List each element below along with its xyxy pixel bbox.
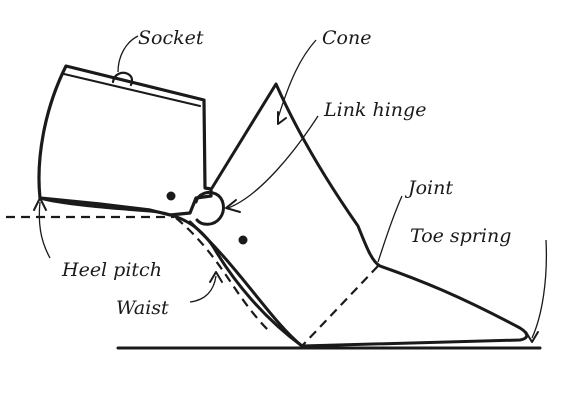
label-cone: Cone xyxy=(322,27,371,49)
joint-leader xyxy=(377,195,403,263)
cone-arrowhead xyxy=(277,111,287,125)
back-top-edge xyxy=(63,73,201,107)
link-hinge xyxy=(194,190,225,226)
link-hinge-arrowhead xyxy=(225,199,241,213)
waist-leader xyxy=(189,275,217,303)
toe-spring-arrowhead xyxy=(525,331,539,343)
waist-arrowhead xyxy=(209,271,223,283)
socket-mark xyxy=(111,71,134,87)
pivot-dot-left xyxy=(166,191,176,201)
heel-pitch-leader xyxy=(38,201,51,259)
pivot-dot-right xyxy=(238,235,248,245)
socket-leader xyxy=(117,35,139,73)
forepart-outline xyxy=(188,82,529,348)
toe-spring-leader xyxy=(531,239,548,339)
heel-block xyxy=(37,64,213,217)
label-joint: Joint xyxy=(404,177,453,199)
link-hinge-leader xyxy=(227,115,319,209)
label-toe-spring: Toe spring xyxy=(410,225,511,247)
label-link-hinge: Link hinge xyxy=(323,99,426,121)
joint-dashed-line xyxy=(299,265,379,349)
cone-leader xyxy=(277,39,317,119)
waist-dashed-line xyxy=(175,217,269,331)
label-waist: Waist xyxy=(116,297,169,319)
waist-curve xyxy=(38,196,304,348)
label-socket: Socket xyxy=(138,27,204,49)
label-heel-pitch: Heel pitch xyxy=(61,259,162,281)
heel-pitch-arrowhead xyxy=(33,197,47,211)
